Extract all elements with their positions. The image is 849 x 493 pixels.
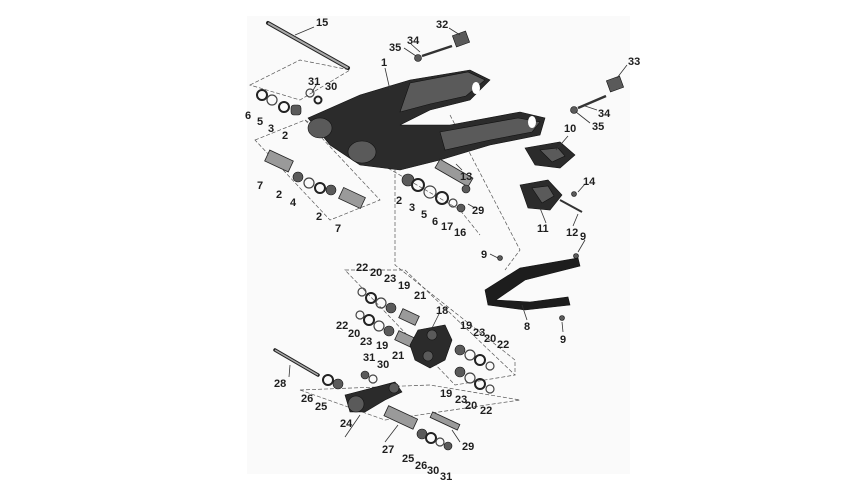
adjuster-bolt-left bbox=[414, 44, 453, 62]
assembly-guide-right bbox=[449, 114, 521, 271]
callout-26: 26 bbox=[415, 460, 427, 472]
callout-27: 27 bbox=[382, 444, 394, 456]
callout-1: 1 bbox=[381, 57, 387, 69]
callout-23: 23 bbox=[384, 273, 396, 285]
callout-20: 20 bbox=[348, 328, 360, 340]
callout-5: 5 bbox=[257, 116, 263, 128]
callout-6: 6 bbox=[245, 110, 251, 122]
callout-23: 23 bbox=[473, 327, 485, 339]
callout-12: 12 bbox=[566, 227, 578, 239]
guide-screws bbox=[497, 191, 583, 321]
callout-29: 29 bbox=[472, 205, 484, 217]
callout-16: 16 bbox=[454, 227, 466, 239]
callout-2: 2 bbox=[316, 211, 322, 223]
callout-9: 9 bbox=[481, 249, 487, 261]
callout-21: 21 bbox=[392, 350, 404, 362]
callout-29: 29 bbox=[462, 441, 474, 453]
callout-20: 20 bbox=[484, 333, 496, 345]
callout-30: 30 bbox=[325, 81, 337, 93]
callout-25: 25 bbox=[402, 453, 414, 465]
callout-30: 30 bbox=[427, 465, 439, 477]
callout-19: 19 bbox=[376, 340, 388, 352]
chain-adjuster-plate-right bbox=[605, 75, 625, 93]
swingarm bbox=[307, 69, 546, 171]
chain-adjuster-plate-left bbox=[451, 30, 471, 48]
assembly-guide-upper-left bbox=[249, 59, 351, 101]
callout-23: 23 bbox=[455, 394, 467, 406]
callout-34: 34 bbox=[407, 35, 420, 47]
callout-25: 25 bbox=[315, 401, 327, 413]
callout-30: 30 bbox=[377, 359, 389, 371]
pivot-sleeve-right bbox=[434, 158, 474, 188]
linkage-seal-set-upper bbox=[355, 287, 420, 348]
leader-lines bbox=[288, 26, 628, 443]
callout-34: 34 bbox=[598, 108, 611, 120]
assembly-guide-linkage bbox=[394, 150, 516, 375]
callout-3: 3 bbox=[268, 123, 274, 135]
callout-22: 22 bbox=[480, 405, 492, 417]
callout-31: 31 bbox=[363, 352, 375, 364]
callout-21: 21 bbox=[414, 290, 426, 302]
callout-33: 33 bbox=[628, 56, 640, 68]
callout-35: 35 bbox=[389, 42, 401, 54]
chain-slider bbox=[484, 257, 581, 311]
callout-19: 19 bbox=[460, 320, 472, 332]
callout-19: 19 bbox=[440, 388, 452, 400]
callout-35: 35 bbox=[592, 121, 604, 133]
callout-26: 26 bbox=[301, 393, 313, 405]
chain-guide-upper bbox=[524, 141, 576, 169]
callout-4: 4 bbox=[290, 197, 297, 209]
callout-28: 28 bbox=[274, 378, 286, 390]
callout-20: 20 bbox=[370, 267, 382, 279]
connecting-rod bbox=[344, 381, 403, 413]
callout-31: 31 bbox=[308, 76, 320, 88]
assembly-guide-center bbox=[304, 119, 481, 236]
link-rod-seal-set bbox=[322, 370, 378, 390]
callout-15: 15 bbox=[316, 17, 328, 29]
rocker-linkage bbox=[409, 324, 453, 369]
callout-19: 19 bbox=[398, 280, 410, 292]
callout-17: 17 bbox=[441, 221, 453, 233]
callout-9: 9 bbox=[560, 334, 566, 346]
callout-22: 22 bbox=[497, 339, 509, 351]
callout-23: 23 bbox=[360, 336, 372, 348]
callout-14: 14 bbox=[583, 176, 596, 188]
swingarm-pivot-shaft bbox=[266, 21, 350, 70]
callout-9: 9 bbox=[580, 231, 586, 243]
callout-31: 31 bbox=[440, 471, 452, 483]
link-sleeve bbox=[383, 405, 461, 431]
callout-3: 3 bbox=[409, 202, 415, 214]
callout-2: 2 bbox=[396, 195, 402, 207]
pivot-seal-set-upper bbox=[256, 88, 323, 116]
callout-24: 24 bbox=[340, 418, 353, 430]
callout-5: 5 bbox=[421, 209, 427, 221]
link-seal-set-bottom bbox=[416, 428, 453, 451]
adjuster-bolt-right bbox=[570, 94, 607, 114]
assembly-guide-left bbox=[254, 119, 381, 221]
linkage-seal-set-right bbox=[454, 344, 495, 394]
callout-20: 20 bbox=[465, 400, 477, 412]
callout-2: 2 bbox=[282, 130, 288, 142]
callout-2: 2 bbox=[276, 189, 282, 201]
callout-labels: 15 32 34 35 33 34 35 1 31 30 6 5 3 2 10 … bbox=[245, 17, 640, 483]
pivot-bearing-set-lower bbox=[264, 149, 366, 210]
linkage-bolt-long bbox=[273, 348, 320, 377]
chain-guide-lower bbox=[519, 179, 563, 211]
callout-6: 6 bbox=[432, 216, 438, 228]
callout-18: 18 bbox=[436, 305, 448, 317]
callout-8: 8 bbox=[524, 321, 530, 333]
callout-10: 10 bbox=[564, 123, 576, 135]
pivot-seal-set-right bbox=[401, 173, 471, 213]
callout-11: 11 bbox=[537, 223, 549, 235]
callout-7: 7 bbox=[335, 223, 341, 235]
callout-22: 22 bbox=[336, 320, 348, 332]
callout-22: 22 bbox=[356, 262, 368, 274]
callout-32: 32 bbox=[436, 19, 448, 31]
callout-7: 7 bbox=[257, 180, 263, 192]
callout-13: 13 bbox=[460, 171, 472, 183]
